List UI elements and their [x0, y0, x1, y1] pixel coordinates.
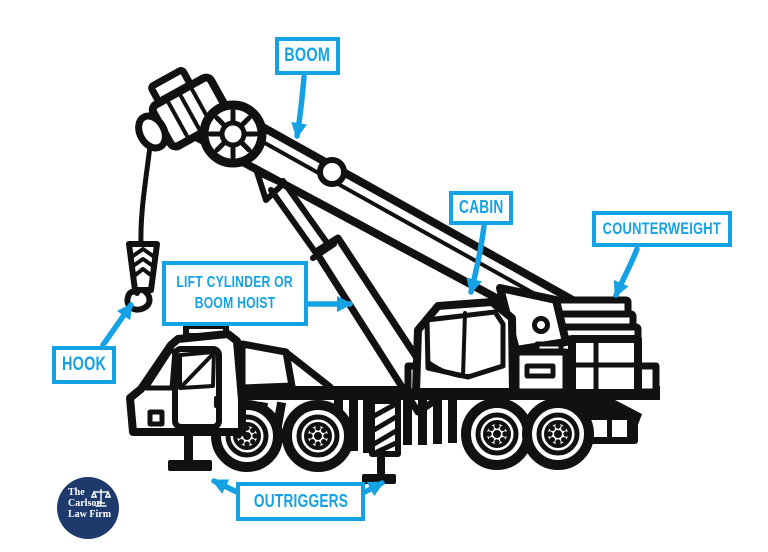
operator-cabin-shape	[412, 298, 570, 396]
logo-text: The Carlson Law Firm	[68, 487, 112, 520]
label-outriggers: OUTRIGGERS	[236, 482, 365, 521]
counterweight-arrow	[613, 246, 640, 298]
label-counterweight: COUNTERWEIGHT	[592, 211, 732, 247]
carlson-law-firm-logo: The Carlson Law Firm	[57, 477, 119, 539]
label-lift-cylinder-line1: LIFT CYLINDER OR	[176, 273, 294, 291]
hook-shape	[124, 143, 160, 313]
label-lift-cylinder: LIFT CYLINDER OR BOOM HOIST	[162, 261, 308, 326]
label-boom-text: BOOM	[284, 44, 331, 66]
sheave-wheel-icon	[199, 100, 267, 168]
wheels-shape	[216, 403, 589, 467]
logo-line-2: Carlson	[68, 497, 102, 509]
label-boom: BOOM	[275, 37, 340, 75]
hook-arrow	[100, 302, 134, 348]
outriggers-shape	[168, 398, 401, 484]
label-cabin: CABIN	[449, 191, 513, 225]
label-hook: HOOK	[52, 346, 116, 384]
label-counterweight-text: COUNTERWEIGHT	[602, 218, 722, 238]
boom-arrow	[291, 74, 308, 139]
label-lift-cylinder-line2: BOOM HOIST	[194, 294, 276, 312]
boom-head-shape	[135, 67, 267, 168]
logo-line-1: The	[68, 487, 85, 498]
cabin-arrow	[466, 223, 487, 295]
label-hook-text: HOOK	[61, 353, 107, 375]
label-outriggers-text: OUTRIGGERS	[253, 490, 348, 511]
scales-of-justice-icon	[91, 489, 111, 507]
driver-cab-shape	[126, 323, 246, 436]
label-cabin-text: CABIN	[458, 197, 504, 218]
logo-line-3: Law Firm	[68, 508, 112, 520]
